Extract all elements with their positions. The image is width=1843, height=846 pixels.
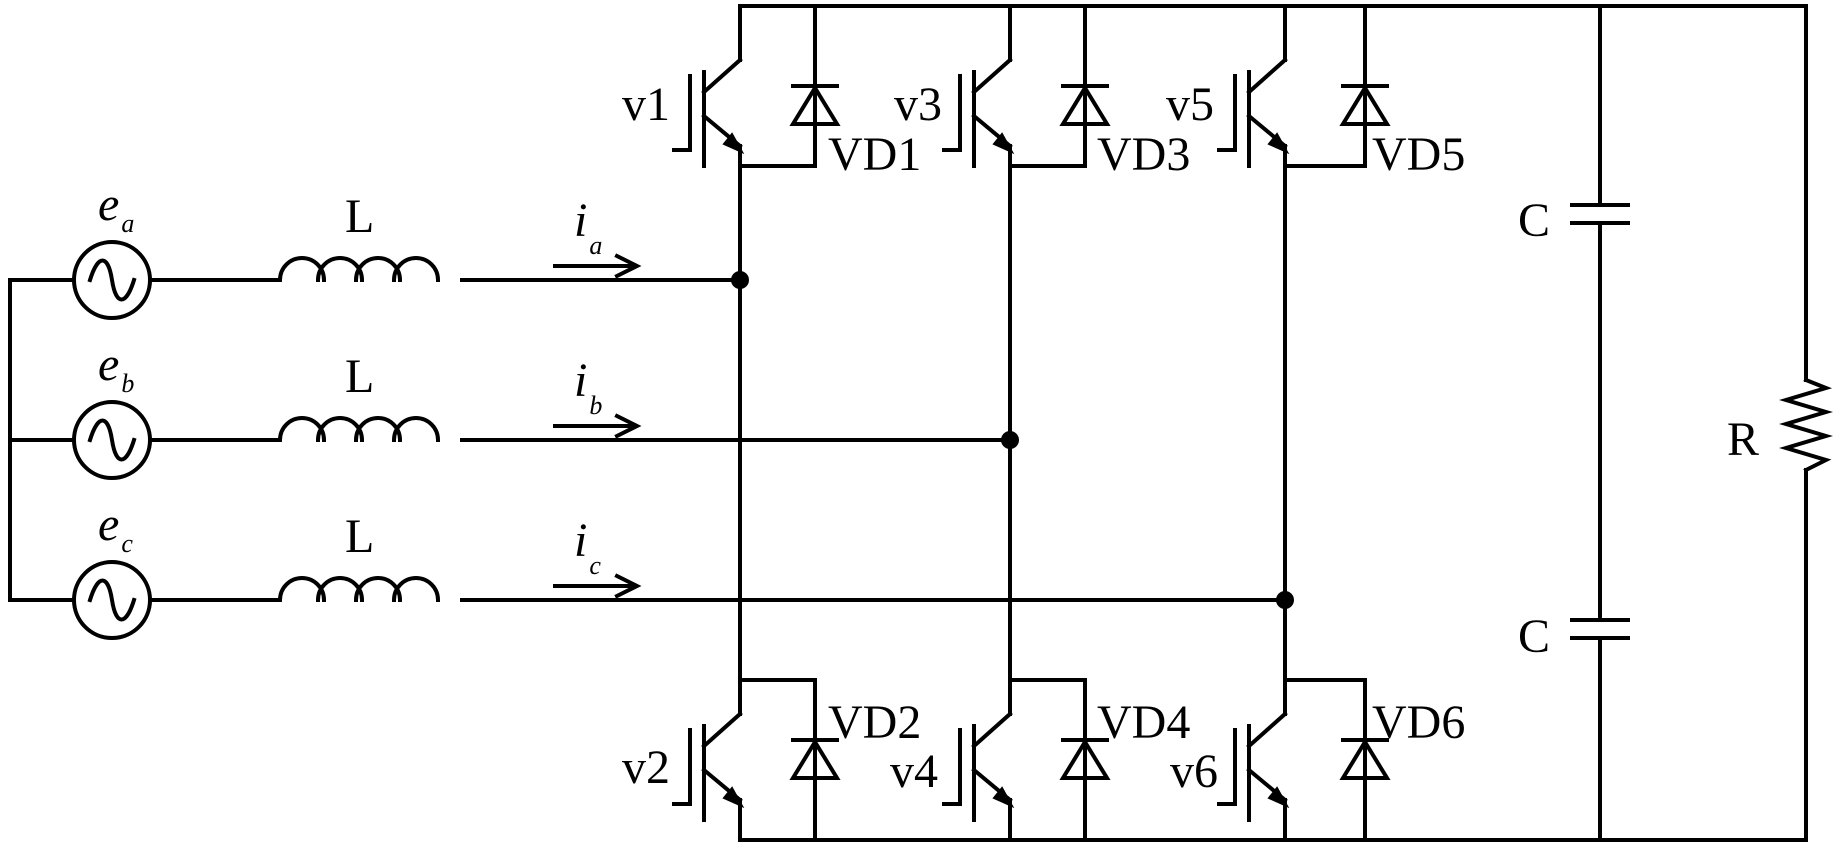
inductor-c-label: L [345,510,374,563]
igbt-v4-icon [942,678,1014,822]
diode-vd5-label: VD5 [1372,128,1465,181]
resistor-label: R [1727,413,1759,466]
diode-vd6-label: VD6 [1372,696,1465,749]
junction-a [731,271,749,289]
current-c-label: ic [574,514,601,580]
current-b-label: ib [574,354,602,420]
capacitor-top-label: C [1518,194,1550,247]
capacitor-top-icon [1570,203,1630,225]
junction-c [1276,591,1294,609]
switch-v4-label: v4 [890,745,938,798]
igbt-v3-icon [942,24,1014,168]
switch-v3-label: v3 [894,78,942,131]
switch-v5-label: v5 [1166,78,1214,131]
junction-b [1001,431,1019,449]
source-a-label: ea [98,178,134,238]
diode-vd2-label: VD2 [828,696,921,749]
inductor-a-icon [278,256,440,282]
ac-source-c-icon [72,560,152,640]
capacitor-bottom-label: C [1518,610,1550,663]
switch-v2-label: v2 [622,741,670,794]
switch-v1-label: v1 [622,78,670,131]
igbt-v1-icon [672,24,744,168]
capacitor-bottom-icon [1570,618,1630,640]
diode-vd3-label: VD3 [1097,128,1190,181]
inductor-b-icon [278,416,440,442]
current-a-label: ia [574,194,602,260]
inductor-a-label: L [345,190,374,243]
resistor-icon [1779,377,1833,473]
igbt-v2-icon [672,678,744,822]
ac-source-b-icon [72,400,152,480]
switch-v6-label: v6 [1170,745,1218,798]
ac-source-a-icon [72,240,152,320]
source-c-label: ec [98,498,133,558]
igbt-v5-icon [1217,24,1289,168]
diode-vd1-label: VD1 [828,128,921,181]
inductor-c-icon [278,576,440,602]
inductor-b-label: L [345,350,374,403]
diode-vd4-label: VD4 [1097,696,1190,749]
source-b-label: eb [98,338,134,398]
igbt-v6-icon [1217,678,1289,822]
